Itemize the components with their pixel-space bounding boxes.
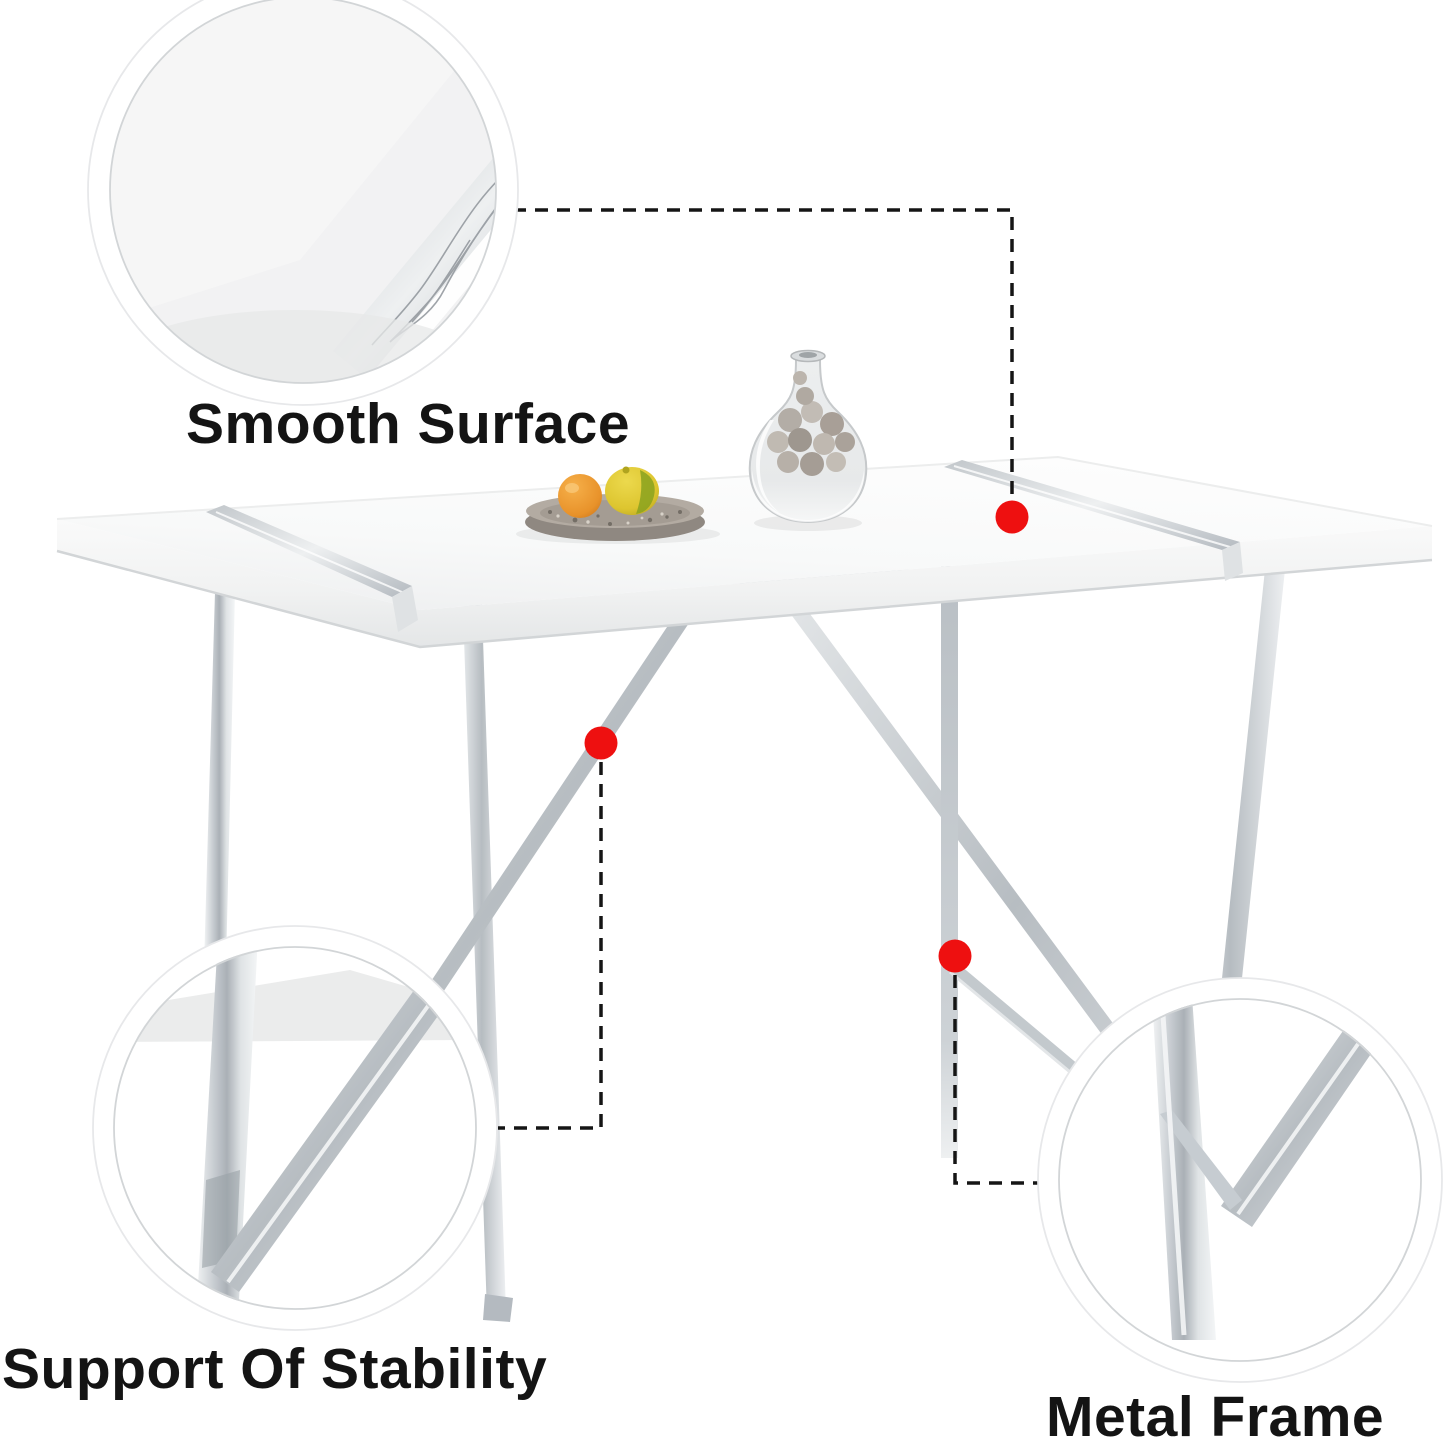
vase-pebble-filling bbox=[767, 371, 855, 476]
dot-smooth-surface bbox=[995, 500, 1029, 534]
frame-inset-ring-inner-line bbox=[1058, 998, 1422, 1362]
lemon-green-patch bbox=[636, 470, 655, 514]
dot-metal-frame bbox=[938, 939, 972, 973]
left-front-leg-bar bbox=[204, 592, 235, 965]
inset-frame-detail bbox=[1037, 977, 1443, 1383]
frame-inset-content bbox=[1152, 996, 1375, 1340]
tabletop-left-stripe-shine bbox=[215, 511, 403, 593]
stone-tray-with-fruit bbox=[516, 466, 720, 544]
glass-vase bbox=[748, 349, 868, 531]
brace-inset-ring bbox=[93, 926, 497, 1330]
brace-inset-leg-foot-shine bbox=[202, 1170, 240, 1268]
tray-speckles-light bbox=[556, 512, 664, 525]
lemon-stem-nub bbox=[622, 466, 630, 474]
tabletop-left-stripe-front-face bbox=[392, 586, 418, 632]
surface-inset-lighter-half bbox=[107, 0, 499, 330]
label-support-of-stability: Support Of Stability bbox=[2, 1337, 548, 1401]
leader-lines bbox=[498, 208, 1041, 1185]
brace-inset-floor-plane bbox=[115, 970, 474, 1042]
surface-inset-shadow bbox=[107, 310, 485, 386]
orange-highlight bbox=[565, 483, 579, 493]
frame-inset-ring-outer-line bbox=[1037, 977, 1443, 1383]
leader-smooth-surface bbox=[513, 208, 1014, 497]
inset-brace-detail bbox=[92, 925, 498, 1331]
table-top-back-edge-highlight bbox=[56, 455, 1433, 527]
label-smooth-surface: Smooth Surface bbox=[186, 392, 631, 456]
surface-inset-content bbox=[107, 0, 499, 386]
table-front-edge-bottom-line bbox=[56, 549, 1433, 649]
table-top-surface bbox=[57, 457, 1432, 610]
brace-inset-ring-inner-line bbox=[113, 946, 477, 1310]
brace-inset-content bbox=[115, 944, 479, 1312]
callout-dots bbox=[584, 500, 1029, 973]
surface-inset-ring-inner-line bbox=[109, 0, 497, 384]
frame-inset-diagonal-shine bbox=[1236, 1042, 1360, 1216]
tabletop-right-stripe-front-face bbox=[1222, 542, 1243, 581]
frame-inset-corner-strut bbox=[1160, 1110, 1242, 1210]
frame-inset-leg-shine bbox=[1159, 999, 1187, 1336]
vase-rim-hole bbox=[799, 352, 817, 358]
tabletop-right-stripe-shine bbox=[953, 465, 1231, 548]
vase-glass-highlight bbox=[756, 420, 780, 513]
dot-support-stability bbox=[584, 726, 618, 760]
leader-metal-frame bbox=[953, 975, 1041, 1185]
orange-fruit bbox=[558, 474, 602, 518]
dining-table-photo bbox=[56, 455, 1433, 1330]
left-back-leg-foot bbox=[483, 1294, 513, 1322]
brace-inset-ring-outer-line bbox=[92, 925, 498, 1331]
surface-inset-ring bbox=[87, 0, 519, 406]
leader-support-stability bbox=[498, 762, 603, 1130]
label-metal-frame: Metal Frame bbox=[1046, 1385, 1385, 1445]
inset-surface-detail bbox=[87, 0, 519, 406]
surface-inset-ring-outer-line bbox=[87, 0, 519, 406]
frame-inset-ring bbox=[1038, 978, 1442, 1382]
